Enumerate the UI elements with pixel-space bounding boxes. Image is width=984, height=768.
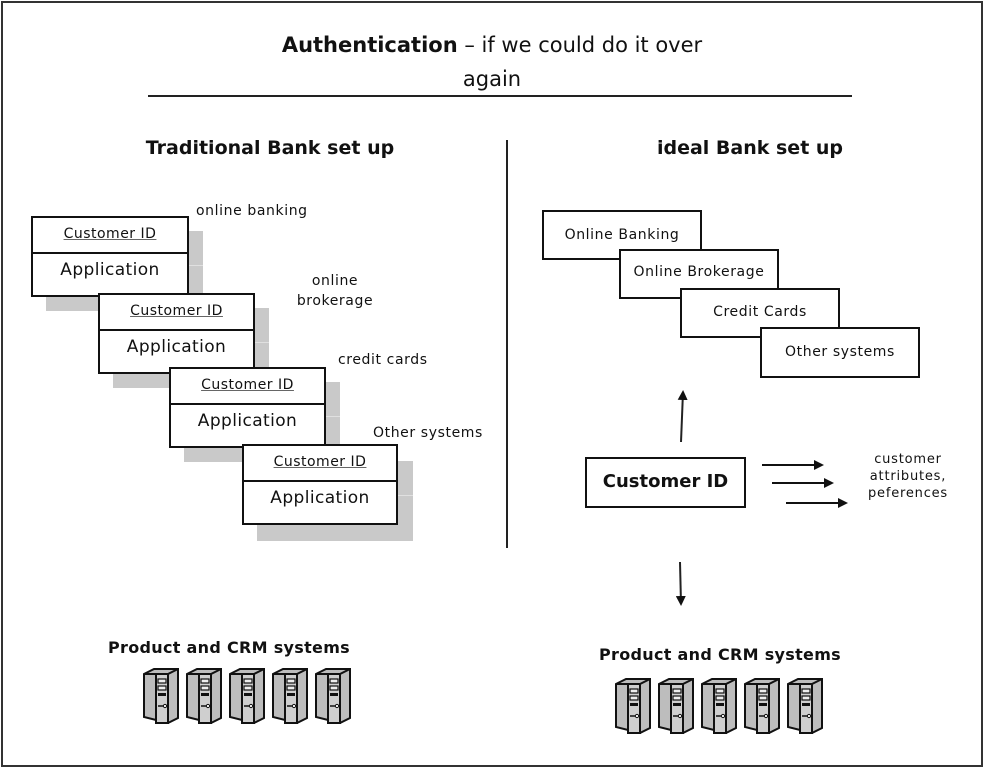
server-icon bbox=[743, 678, 786, 738]
customer-id-field: Customer ID bbox=[244, 446, 396, 482]
server-row-left bbox=[142, 668, 362, 724]
system-other-systems: Other systems bbox=[760, 327, 920, 378]
server-icon bbox=[185, 668, 228, 728]
title-line2: again bbox=[462, 67, 522, 91]
title-underline bbox=[148, 95, 852, 97]
app-card-credit-cards: Customer ID Application bbox=[169, 367, 326, 448]
title-rest: – if we could do it over bbox=[457, 33, 703, 57]
customer-attributes-label: customer attributes, peferences bbox=[867, 452, 949, 501]
caption-online-brokerage: online brokerage bbox=[296, 273, 374, 309]
app-card-online-banking: Customer ID Application bbox=[31, 216, 189, 297]
application-label: Application bbox=[60, 260, 160, 280]
customer-id-box: Customer ID bbox=[585, 457, 746, 508]
server-row-right bbox=[614, 678, 834, 734]
customer-id-field: Customer ID bbox=[100, 295, 253, 331]
application-label: Application bbox=[126, 337, 227, 357]
server-icon bbox=[314, 668, 357, 728]
server-icon bbox=[228, 668, 271, 728]
title-bold: Authentication bbox=[281, 33, 458, 57]
application-label: Application bbox=[197, 411, 298, 431]
left-heading: Traditional Bank set up bbox=[145, 137, 395, 159]
left-systems-label: Product and CRM systems bbox=[108, 638, 350, 657]
customer-id-field: Customer ID bbox=[171, 369, 324, 405]
server-icon bbox=[700, 678, 743, 738]
server-icon bbox=[657, 678, 700, 738]
app-card-other-systems: Customer ID Application bbox=[242, 444, 398, 525]
arrow-up-icon bbox=[677, 390, 688, 443]
application-label: Application bbox=[270, 488, 370, 508]
slide-title: Authentication – if we could do it over … bbox=[0, 28, 984, 96]
caption-credit-cards: credit cards bbox=[338, 352, 428, 368]
server-icon bbox=[614, 678, 657, 738]
app-card-online-brokerage: Customer ID Application bbox=[98, 293, 255, 374]
server-icon bbox=[271, 668, 314, 728]
caption-online-banking: online banking bbox=[196, 203, 308, 219]
server-icon bbox=[786, 678, 829, 738]
section-divider bbox=[506, 140, 508, 548]
right-heading: ideal Bank set up bbox=[656, 137, 844, 159]
arrow-down-icon bbox=[675, 561, 686, 606]
caption-other-systems: Other systems bbox=[373, 425, 483, 441]
customer-id-field: Customer ID bbox=[33, 218, 187, 254]
server-icon bbox=[142, 668, 185, 728]
right-systems-label: Product and CRM systems bbox=[599, 645, 841, 664]
